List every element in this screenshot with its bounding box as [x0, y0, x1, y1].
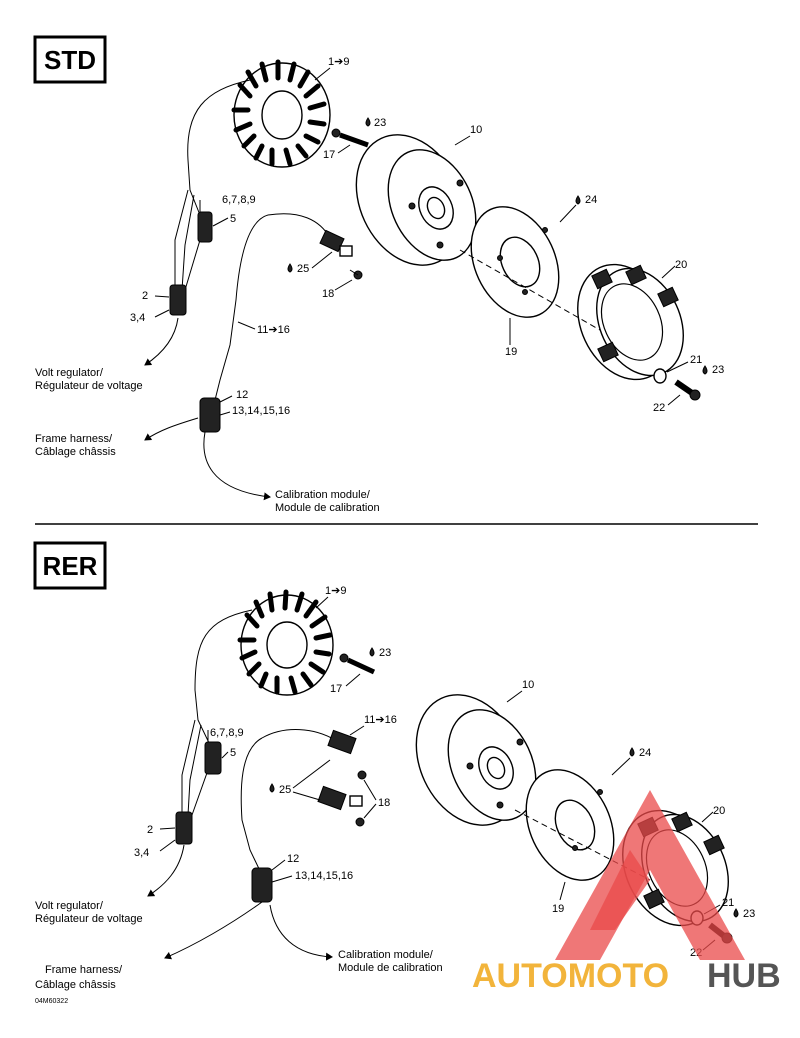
- sensor-icon: [319, 229, 353, 257]
- oil-drop-icon: [369, 647, 375, 657]
- flywheel-icon: [415, 694, 537, 826]
- std-label-13-16: 13,14,15,16: [232, 405, 290, 417]
- std-section: STD 1➔9 6,7,8,9 5: [33, 35, 724, 514]
- rer-frame-harness-2: Câblage châssis: [35, 979, 116, 991]
- rer-section: RER 1➔9 6,7,8,9 5: [33, 541, 755, 991]
- std-tag: STD: [44, 45, 96, 75]
- rer-connector-icon-b: [175, 811, 193, 845]
- std-label-11-16: 11➔16: [257, 324, 290, 336]
- rer-label-5: 5: [230, 747, 236, 759]
- bolt-icon: [357, 770, 367, 780]
- std-connector-icon-b: [169, 284, 187, 316]
- std-label-5: 5: [230, 213, 236, 225]
- rer-connector-icon-c: [251, 867, 273, 903]
- std-label-24: 24: [585, 194, 597, 206]
- rer-calib-module-1: Calibration module/: [338, 949, 434, 961]
- watermark-logo: AUTOMOTO HUB: [472, 790, 781, 995]
- std-label-23b: 23: [712, 364, 724, 376]
- rer-label-17: 17: [330, 683, 342, 695]
- rer-frame-harness-1: Frame harness/: [45, 964, 123, 976]
- figure-code: 04M60322: [35, 998, 68, 1005]
- rer-label-12: 12: [287, 853, 299, 865]
- rer-label-25: 25: [279, 784, 291, 796]
- rer-label-13-16: 13,14,15,16: [295, 870, 353, 882]
- std-label-1-9: 1➔9: [328, 56, 349, 68]
- std-label-22: 22: [653, 402, 665, 414]
- starter-ring-gear-icon: [577, 263, 684, 381]
- std-tag-box: [33, 35, 107, 84]
- std-label-20: 20: [675, 259, 687, 271]
- std-label-12: 12: [236, 389, 248, 401]
- rer-label-2: 2: [147, 824, 153, 836]
- std-connector-icon-a: [197, 211, 213, 243]
- std-label-2: 2: [142, 290, 148, 302]
- std-label-23a: 23: [374, 117, 386, 129]
- washer-icon: [653, 368, 667, 384]
- std-connector-icon-c: [199, 397, 221, 433]
- flywheel-icon: [355, 134, 477, 266]
- stator-icon: [231, 59, 331, 168]
- watermark-text-1: AUTOMOTO: [472, 957, 669, 995]
- rer-label-6789: 6,7,8,9: [210, 727, 244, 739]
- rer-label-23b: 23: [743, 908, 755, 920]
- std-label-25: 25: [297, 263, 309, 275]
- rer-tag: RER: [43, 551, 98, 581]
- rer-volt-regulator-2: Régulateur de voltage: [35, 913, 143, 925]
- bolt-icon: [339, 653, 376, 675]
- rer-tag-box: [33, 541, 107, 590]
- rer-label-18: 18: [378, 797, 390, 809]
- rer-label-1-9: 1➔9: [325, 585, 346, 597]
- std-volt-regulator-2: Régulateur de voltage: [35, 380, 143, 392]
- rer-label-24: 24: [639, 747, 651, 759]
- bolt-icon: [674, 379, 701, 401]
- std-calib-module-1: Calibration module/: [275, 489, 371, 501]
- std-label-18: 18: [322, 288, 334, 300]
- oil-drop-icon: [629, 747, 635, 757]
- stator-icon: [237, 589, 334, 696]
- rer-label-19: 19: [552, 903, 564, 915]
- std-label-19: 19: [505, 346, 517, 358]
- bolt-icon: [331, 128, 369, 148]
- rer-label-11-16: 11➔16: [364, 714, 397, 726]
- oil-drop-icon: [733, 908, 739, 918]
- std-label-17: 17: [323, 149, 335, 161]
- trigger-wheel-icon: [525, 769, 615, 881]
- oil-drop-icon: [287, 263, 293, 273]
- std-label-21: 21: [690, 354, 702, 366]
- rer-connector-icon-a: [204, 741, 222, 775]
- watermark-text-2: HUB: [707, 957, 781, 995]
- oil-drop-icon: [702, 365, 708, 375]
- rer-label-10: 10: [522, 679, 534, 691]
- rer-label-21: 21: [722, 897, 734, 909]
- rer-label-3-4: 3,4: [134, 847, 149, 859]
- rer-label-23a: 23: [379, 647, 391, 659]
- oil-drop-icon: [575, 195, 581, 205]
- oil-drop-icon: [269, 783, 275, 793]
- std-label-6789: 6,7,8,9: [222, 194, 256, 206]
- std-label-10: 10: [470, 124, 482, 136]
- std-volt-regulator-1: Volt regulator/: [35, 367, 104, 379]
- oil-drop-icon: [365, 117, 371, 127]
- std-label-3-4: 3,4: [130, 312, 145, 324]
- std-calib-module-2: Module de calibration: [275, 502, 380, 514]
- std-frame-harness-2: Câblage châssis: [35, 446, 116, 458]
- sensor-icon: [317, 729, 363, 811]
- std-frame-harness-1: Frame harness/: [35, 433, 113, 445]
- bolt-icon: [355, 817, 365, 827]
- trigger-wheel-icon: [470, 206, 560, 318]
- rer-volt-regulator-1: Volt regulator/: [35, 900, 104, 912]
- rer-label-20: 20: [713, 805, 725, 817]
- rer-calib-module-2: Module de calibration: [338, 962, 443, 974]
